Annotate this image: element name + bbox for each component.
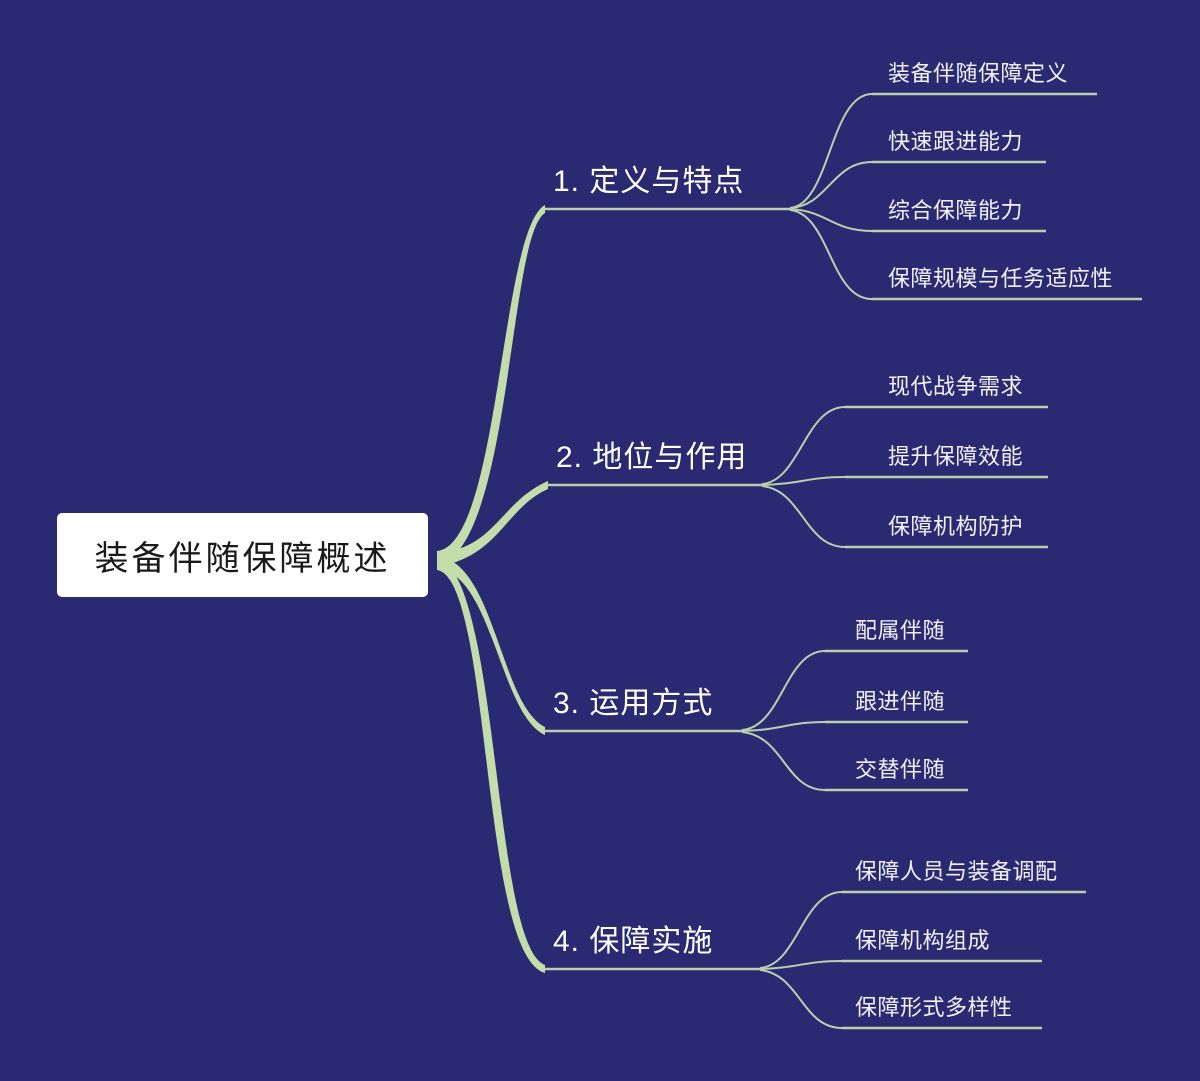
branch-label-4[interactable]: 4. 保障实施 <box>553 925 714 958</box>
leaf-connector-1-4 <box>789 209 873 300</box>
leaf-connector-2-2 <box>761 476 846 486</box>
leaf-connector-group-4 <box>759 891 843 1029</box>
leaf-label-4-1[interactable]: 保障人员与装备调配 <box>855 859 1058 884</box>
trunk-group <box>437 205 548 973</box>
leaf-connector-group-1 <box>789 93 873 300</box>
leaf-connector-1-2 <box>789 161 873 209</box>
trunk-branch-1 <box>437 205 545 566</box>
trunk-branch-2 <box>437 481 548 567</box>
leaf-label-1-1[interactable]: 装备伴随保障定义 <box>888 61 1069 86</box>
leaf-label-2-1[interactable]: 现代战争需求 <box>888 374 1024 399</box>
branch-label-1[interactable]: 1. 定义与特点 <box>553 165 745 198</box>
leaf-connector-3-1 <box>741 650 826 731</box>
leaf-connector-2-1 <box>761 406 846 485</box>
leaf-connector-1-3 <box>789 208 873 232</box>
leaf-connector-group-3 <box>741 650 826 791</box>
root-node[interactable]: 装备伴随保障概述 <box>57 513 428 597</box>
root-node-label: 装备伴随保障概述 <box>94 540 391 578</box>
leaf-label-3-1[interactable]: 配属伴随 <box>855 618 946 643</box>
leaf-connector-4-2 <box>759 960 843 970</box>
leaf-connector-1-1 <box>789 93 873 209</box>
leaf-label-4-3[interactable]: 保障形式多样性 <box>855 995 1013 1020</box>
branch-stem-group <box>545 207 790 971</box>
trunk-branch-4 <box>437 558 545 973</box>
leaf-connector-4-3 <box>759 969 843 1029</box>
leaf-underline-group <box>825 92 1142 1030</box>
leaf-label-2-3[interactable]: 保障机构防护 <box>888 514 1024 539</box>
leaf-connector-group-2 <box>761 406 846 548</box>
leaf-label-4-2[interactable]: 保障机构组成 <box>855 928 991 953</box>
leaf-label-1-4[interactable]: 保障规模与任务适应性 <box>888 266 1114 291</box>
leaf-connector-3-3 <box>741 731 826 791</box>
leaf-connector-2-3 <box>761 485 846 548</box>
branch-label-3[interactable]: 3. 运用方式 <box>553 687 714 720</box>
branch-label-2[interactable]: 2. 地位与作用 <box>556 441 748 474</box>
leaf-label-1-3[interactable]: 综合保障能力 <box>888 198 1024 223</box>
leaf-label-3-2[interactable]: 跟进伴随 <box>855 689 946 714</box>
leaf-connector-4-1 <box>759 891 843 969</box>
leaf-label-2-2[interactable]: 提升保障效能 <box>888 444 1024 469</box>
leaf-connector-3-2 <box>741 721 826 732</box>
leaf-label-3-3[interactable]: 交替伴随 <box>855 757 946 782</box>
leaf-label-1-2[interactable]: 快速跟进能力 <box>888 129 1024 154</box>
